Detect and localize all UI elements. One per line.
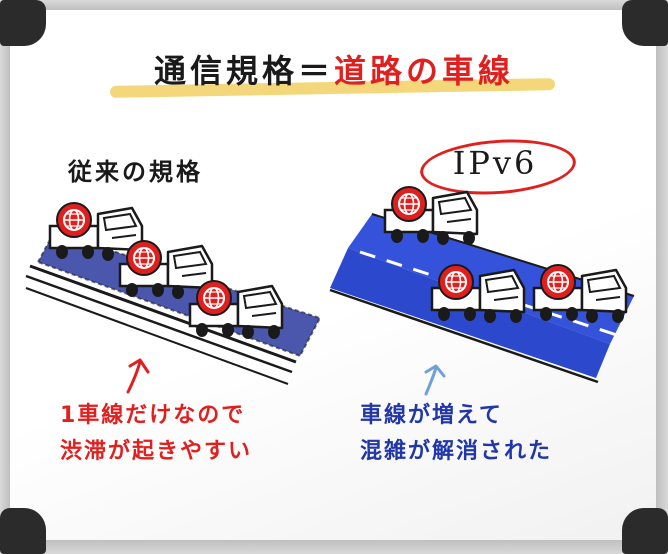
ipv6-label: IPv6 (452, 144, 538, 182)
ipv6-caption-line1: 車線が増えて (360, 403, 503, 428)
frame-corner-bottom-left (0, 508, 46, 554)
legacy-standard-heading: 従来の規格 (68, 158, 203, 186)
frame-right (656, 0, 668, 554)
arrow-up-red-icon (126, 358, 150, 394)
frame-left (0, 0, 10, 554)
legacy-caption: 1車線だけなので 渋滞が起きやすい (60, 398, 252, 470)
frame-corner-top-right (622, 0, 668, 46)
page-title: 通信規格＝道路の車線 (0, 46, 668, 92)
arrow-up-blue-icon (424, 364, 446, 396)
title-highlight: 道路の車線 (334, 52, 515, 90)
ipv6-caption-line2: 混雑が解消された (360, 439, 553, 464)
frame-bottom (0, 540, 668, 554)
ipv6-badge: IPv6 (418, 134, 580, 200)
frame-top (0, 0, 668, 10)
frame-corner-bottom-right (622, 508, 668, 554)
frame-corner-top-left (0, 0, 46, 46)
legacy-caption-line1: 1車線だけなので (60, 403, 246, 428)
ipv6-caption: 車線が増えて 混雑が解消された (360, 398, 552, 470)
title-prefix: 通信規格＝ (153, 52, 334, 90)
legacy-caption-line2: 渋滞が起きやすい (60, 439, 253, 464)
